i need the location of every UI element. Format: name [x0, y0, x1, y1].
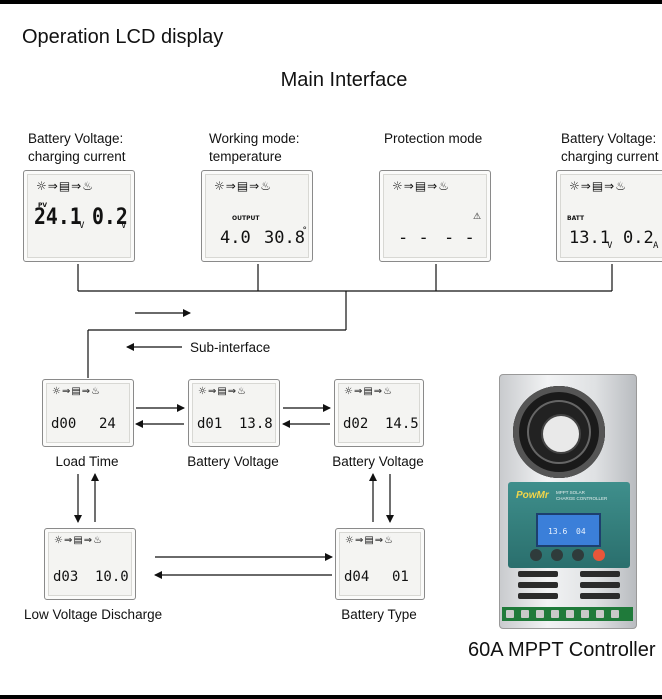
vent-slot: [518, 571, 558, 577]
lcd-code: d00: [51, 416, 77, 432]
vent-slot: [580, 582, 620, 588]
lcd-flow-icons: ☼⇒▤⇒♨: [345, 535, 395, 546]
device-button-4: [593, 549, 605, 561]
lcd-right-value: 0.2: [623, 228, 654, 248]
lcd-sub-d03: ☼⇒▤⇒♨ d03 10.0: [44, 528, 136, 600]
vent-slot: [580, 571, 620, 577]
lcd-right-value: 30.8: [264, 228, 305, 248]
sub-interface-label: Sub-interface: [190, 340, 271, 355]
device-button-2: [551, 549, 563, 561]
lcd-flow-icons: ☼⇒▤⇒♨: [54, 535, 104, 546]
lcd-main-protection: ☼⇒▤⇒♨ ⚠ - - - -: [379, 170, 491, 262]
terminal: [566, 610, 574, 618]
page-title: Operation LCD display: [22, 26, 224, 48]
lcd-value: 24: [99, 416, 116, 432]
terminal: [581, 610, 589, 618]
lcd-flow-icons: ☼⇒▤⇒♨: [198, 386, 248, 397]
lcd-sub-d04: ☼⇒▤⇒♨ d04 01: [335, 528, 425, 600]
caption-main-4: Battery Voltage: charging current: [561, 131, 659, 164]
product-label: 60A MPPT Controller: [468, 639, 656, 661]
caption-main-2: Working mode: temperature: [209, 131, 300, 164]
lcd-code: d02: [343, 416, 369, 432]
label-battery-type: Battery Type: [341, 607, 417, 622]
lcd-main-batt: ☼⇒▤⇒♨ BATT 13.1 V 0.2 A: [556, 170, 662, 262]
connector-lines: [74, 264, 613, 579]
lcd-right-unit: A: [653, 241, 659, 251]
label-low-voltage-discharge: Low Voltage Discharge: [24, 607, 163, 622]
lcd-left-unit: V: [607, 241, 613, 251]
lcd-value: 13.8: [239, 416, 273, 432]
lcd-right-value: - -: [444, 228, 475, 248]
lcd-code: d04: [344, 569, 370, 585]
terminal: [611, 610, 619, 618]
label-battery-voltage-2: Battery Voltage: [332, 454, 424, 469]
lcd-left-unit: V: [79, 221, 85, 231]
vent-slot: [518, 593, 558, 599]
lcd-value: 01: [392, 569, 409, 585]
main-interface-heading: Main Interface: [280, 69, 408, 91]
device-button-1: [530, 549, 542, 561]
caption-main-1: Battery Voltage: charging current: [28, 131, 126, 164]
lcd-code: d01: [197, 416, 223, 432]
lcd-main-output: ☼⇒▤⇒♨ OUTPUT 4.0 30.8 °: [201, 170, 313, 262]
lcd-sub-d01: ☼⇒▤⇒♨ d01 13.8: [188, 379, 280, 447]
lcd-value: 14.5: [385, 416, 419, 432]
lcd-flow-icons: ☼⇒▤⇒♨: [392, 179, 450, 193]
device-screen-right: 04: [576, 527, 586, 536]
device-button-3: [572, 549, 584, 561]
lcd-tag: BATT: [567, 215, 585, 222]
terminal: [596, 610, 604, 618]
vent-slot: [518, 582, 558, 588]
lcd-flow-icons: ☼⇒▤⇒♨: [36, 179, 94, 193]
caption-main-3: Protection mode: [384, 131, 483, 146]
lcd-left-value: 13.1: [569, 228, 610, 248]
label-battery-voltage-1: Battery Voltage: [187, 454, 279, 469]
terminal: [506, 610, 514, 618]
warning-icon: ⚠: [473, 211, 482, 221]
lcd-flow-icons: ☼⇒▤⇒♨: [344, 386, 394, 397]
terminal: [536, 610, 544, 618]
terminal: [551, 610, 559, 618]
brand-subtitle: MPPT SOLAR CHARGE CONTROLLER: [556, 490, 608, 501]
diagram-sheet: Operation LCD display Main Interface Bat…: [0, 4, 662, 695]
lcd-main-pv: ☼⇒▤⇒♨ PV 24.1 V 0.2 V: [23, 170, 135, 262]
lcd-tag: PV: [38, 202, 48, 209]
lcd-sub-d02: ☼⇒▤⇒♨ d02 14.5: [334, 379, 424, 447]
lcd-right-unit: °: [302, 226, 308, 236]
brand-logo: PowMr: [516, 490, 549, 501]
lcd-right-value: 0.2: [92, 205, 128, 230]
lcd-flow-icons: ☼⇒▤⇒♨: [214, 179, 272, 193]
lcd-right-unit: V: [121, 221, 127, 231]
lcd-sub-d00: ☼⇒▤⇒♨ d00 24: [42, 379, 134, 447]
lcd-flow-icons: ☼⇒▤⇒♨: [52, 386, 102, 397]
lcd-left-value: 24.1: [34, 205, 82, 230]
lcd-flow-icons: ☼⇒▤⇒♨: [569, 179, 627, 193]
fan-hub: [541, 414, 581, 454]
terminal: [521, 610, 529, 618]
lcd-left-value: 4.0: [220, 228, 251, 248]
lcd-tag: OUTPUT: [232, 215, 260, 222]
lcd-value: 10.0: [95, 569, 129, 585]
device-screen: 13.6 04: [536, 513, 601, 547]
vent-slot: [580, 593, 620, 599]
label-load-time: Load Time: [55, 454, 119, 469]
lcd-code: d03: [53, 569, 79, 585]
lcd-left-value: - -: [398, 228, 429, 248]
device-screen-left: 13.6: [548, 527, 568, 536]
